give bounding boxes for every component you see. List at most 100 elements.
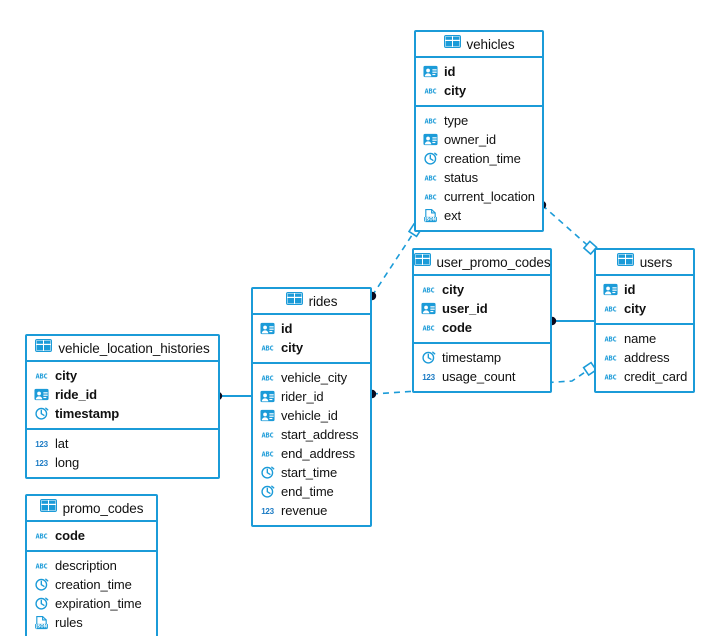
timestamp-icon (34, 406, 49, 421)
string-icon: ABC (423, 83, 438, 98)
column-name-label: ride_id (55, 387, 97, 402)
primary-key-row[interactable]: ride_id (27, 385, 218, 404)
svg-text:123: 123 (261, 507, 274, 516)
column-name-label: type (444, 113, 469, 128)
column-name-label: revenue (281, 503, 328, 518)
timestamp-icon (260, 465, 275, 480)
entity-title-user_promo_codes[interactable]: user_promo_codes (413, 250, 551, 276)
relationship-line (541, 204, 595, 252)
entity-title-vehicles[interactable]: vehicles (416, 32, 542, 58)
column-row[interactable]: end_time (253, 482, 370, 501)
svg-text:123: 123 (35, 440, 48, 449)
column-name-label: timestamp (442, 350, 502, 365)
column-row[interactable]: creation_time (416, 149, 542, 168)
column-row[interactable]: start_time (253, 463, 370, 482)
string-icon: ABC (423, 113, 438, 128)
column-row[interactable]: owner_id (416, 130, 542, 149)
entity-title-vehicle_location_histories[interactable]: vehicle_location_histories (27, 336, 218, 362)
svg-text:ABC: ABC (605, 306, 617, 314)
string-icon: ABC (603, 350, 618, 365)
primary-key-row[interactable]: timestamp (27, 404, 218, 423)
column-row[interactable]: ABC description (27, 556, 156, 575)
timestamp-icon (423, 151, 438, 166)
column-row[interactable]: ABC start_address (253, 425, 370, 444)
column-name-label: start_address (281, 427, 359, 442)
column-name-label: end_address (281, 446, 356, 461)
uuid-icon (423, 132, 438, 147)
uuid-icon (421, 301, 436, 316)
entity-title-rides[interactable]: rides (253, 289, 370, 315)
number-icon: 123 (421, 369, 436, 384)
uuid-icon (260, 389, 275, 404)
timestamp-icon (34, 577, 49, 592)
svg-text:ABC: ABC (262, 345, 274, 353)
uuid-icon (34, 387, 49, 402)
column-row[interactable]: ABC type (416, 111, 542, 130)
column-name-label: ext (444, 208, 462, 223)
primary-key-row[interactable]: id (416, 62, 542, 81)
column-row[interactable]: rider_id (253, 387, 370, 406)
column-name-label: long (55, 455, 80, 470)
column-row[interactable]: creation_time (27, 575, 156, 594)
column-name-label: id (281, 321, 293, 336)
entity-title-users[interactable]: users (596, 250, 693, 276)
column-row[interactable]: timestamp (414, 348, 550, 367)
column-name-label: description (55, 558, 117, 573)
column-row[interactable]: vehicle_id (253, 406, 370, 425)
timestamp-icon (260, 484, 275, 499)
svg-text:ABC: ABC (262, 375, 274, 383)
primary-key-row[interactable]: id (253, 319, 370, 338)
column-name-label: creation_time (55, 577, 132, 592)
svg-text:ABC: ABC (36, 563, 48, 571)
column-row[interactable]: 123 revenue (253, 501, 370, 520)
table-icon (35, 339, 53, 357)
json-icon: JSON (34, 615, 49, 630)
entity-name-label: rides (308, 293, 338, 309)
timestamp-icon (421, 350, 436, 365)
number-icon: 123 (260, 503, 275, 518)
svg-text:ABC: ABC (262, 432, 274, 440)
primary-key-row[interactable]: id (596, 280, 693, 299)
column-name-label: expiration_time (55, 596, 142, 611)
column-row[interactable]: 123 usage_count (414, 367, 550, 386)
relationship-rel-upc-users[interactable] (547, 316, 594, 326)
entity-name-label: vehicle_location_histories (58, 340, 210, 356)
entity-title-promo_codes[interactable]: promo_codes (27, 496, 156, 522)
column-row[interactable]: expiration_time (27, 594, 156, 613)
relationship-rel-vehicles-users[interactable] (537, 200, 598, 256)
primary-key-row[interactable]: user_id (414, 299, 550, 318)
column-name-label: usage_count (442, 369, 516, 384)
entity-name-label: promo_codes (62, 500, 144, 516)
